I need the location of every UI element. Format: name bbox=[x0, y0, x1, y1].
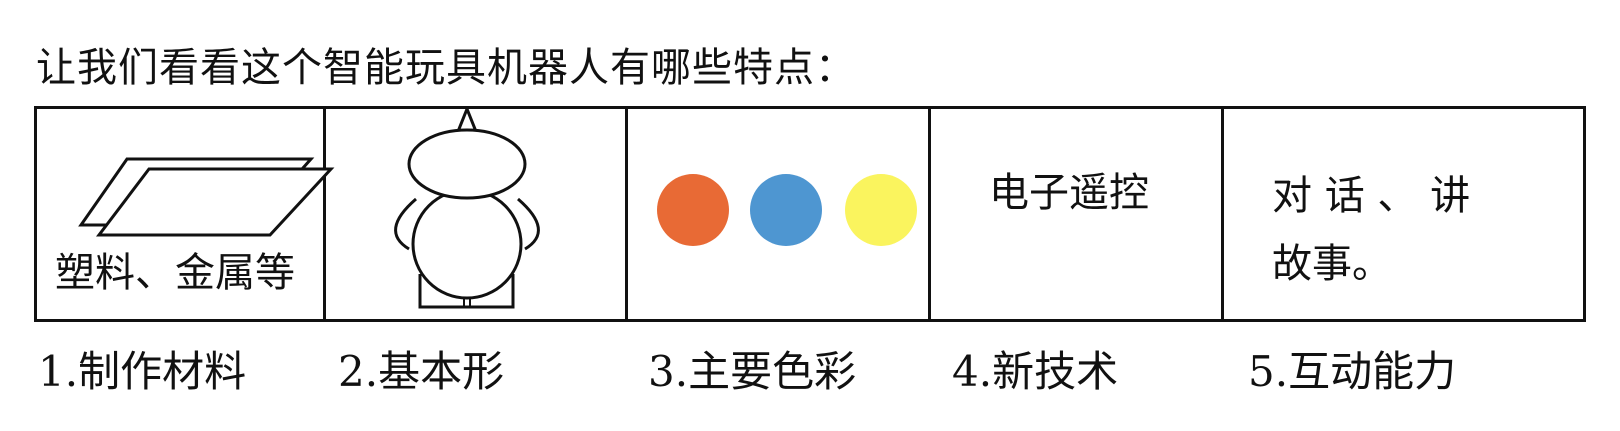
technology-cell: 电子遥控 bbox=[931, 109, 1221, 319]
color-dots bbox=[657, 174, 917, 246]
robot-shape-icon bbox=[394, 109, 540, 309]
material-label: 塑料、金属等 bbox=[55, 250, 295, 296]
colors-cell bbox=[628, 109, 928, 319]
technology-label: 电子遥控 bbox=[989, 170, 1149, 216]
orange-dot bbox=[657, 174, 729, 246]
blue-dot bbox=[750, 174, 822, 246]
column-divider bbox=[625, 109, 628, 319]
yellow-dot bbox=[845, 174, 917, 246]
caption-new-technology: 4.新技术 bbox=[952, 347, 1119, 396]
column-divider bbox=[1221, 109, 1224, 319]
column-divider bbox=[928, 109, 931, 319]
caption-materials: 1.制作材料 bbox=[38, 347, 247, 396]
features-table: 塑料、金属等 电子遥控 对 话 、 讲 故事。 bbox=[34, 106, 1586, 322]
material-cell: 塑料、金属等 bbox=[37, 109, 335, 319]
intro-text: 让我们看看这个智能玩具机器人有哪些特点： bbox=[36, 45, 856, 91]
caption-interaction: 5.互动能力 bbox=[1248, 347, 1457, 396]
sheets-icon bbox=[78, 157, 335, 237]
interaction-label-line1: 对 话 、 讲 bbox=[1272, 173, 1471, 219]
caption-basic-shape: 2.基本形 bbox=[338, 347, 505, 396]
interaction-label-line2: 故事。 bbox=[1272, 241, 1392, 287]
shape-cell bbox=[326, 109, 625, 319]
caption-main-colors: 3.主要色彩 bbox=[648, 347, 857, 396]
interaction-cell: 对 话 、 讲 故事。 bbox=[1224, 109, 1586, 319]
column-divider bbox=[323, 109, 326, 319]
